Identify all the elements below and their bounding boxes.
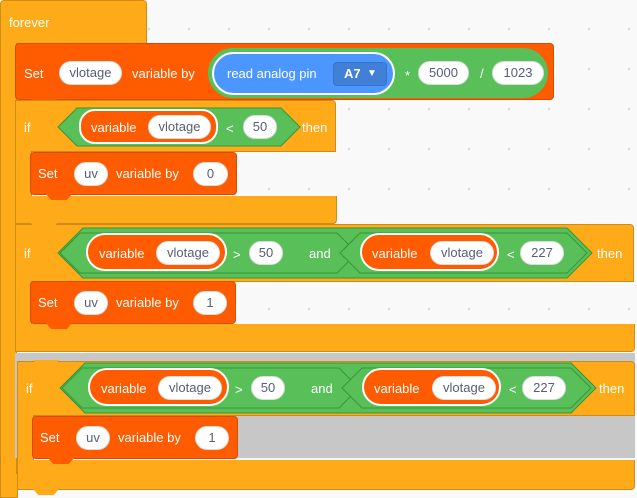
number-50-field[interactable]: 50: [243, 115, 277, 139]
variable-name-field[interactable]: vlotage: [432, 376, 496, 400]
if-label: if: [24, 246, 31, 261]
variable-by-label: variable by: [116, 166, 179, 181]
variable-by-label: variable by: [116, 295, 179, 310]
if-footer-1: [15, 196, 337, 224]
number-5000-field[interactable]: 5000: [418, 61, 469, 85]
forever-label: forever: [9, 15, 50, 30]
and-label: and: [309, 246, 331, 261]
less-than-sign: <: [507, 247, 515, 262]
if-label: if: [24, 120, 31, 135]
set-label: Set: [24, 66, 44, 81]
divide-sign: /: [480, 66, 484, 81]
number-50-field[interactable]: 50: [249, 241, 283, 265]
chevron-down-icon: ▼: [367, 68, 377, 79]
set-label: Set: [40, 430, 60, 445]
set-label: Set: [38, 295, 58, 310]
variable-name-field[interactable]: uv: [74, 291, 108, 315]
multiply-sign: *: [405, 68, 411, 83]
less-than-sign: <: [226, 121, 234, 136]
number-227-field[interactable]: 227: [522, 376, 566, 400]
and-label: and: [311, 381, 333, 396]
variable-name-field[interactable]: uv: [76, 426, 110, 450]
variable-label: variable: [99, 246, 145, 261]
variable-name-field[interactable]: vlotage: [158, 376, 222, 400]
if-label: if: [26, 381, 33, 396]
then-label: then: [302, 120, 328, 135]
forever-block[interactable]: [0, 0, 147, 44]
then-label: then: [599, 381, 625, 396]
if-footer-2: [15, 324, 635, 352]
variable-by-label: variable by: [118, 430, 181, 445]
variable-name-field[interactable]: vlotage: [156, 241, 220, 265]
variable-label: variable: [91, 120, 137, 135]
forever-footer: [0, 474, 18, 498]
number-0-field[interactable]: 0: [193, 162, 228, 186]
number-1-field[interactable]: 1: [193, 291, 227, 315]
variable-name-field[interactable]: vlotage: [148, 115, 211, 139]
variable-name-field[interactable]: vlotage: [59, 61, 122, 85]
less-than-sign: <: [509, 382, 517, 397]
variable-by-label: variable by: [132, 66, 195, 81]
then-label: then: [597, 246, 623, 261]
number-227-field[interactable]: 227: [520, 241, 564, 265]
block-notch: [31, 223, 57, 229]
variable-name-field[interactable]: vlotage: [430, 241, 494, 265]
block-notch: [46, 194, 72, 200]
number-1023-field[interactable]: 1023: [492, 61, 544, 85]
number-1-field[interactable]: 1: [195, 426, 229, 450]
pin-dropdown[interactable]: A7 ▼: [333, 62, 387, 86]
greater-than-sign: >: [235, 382, 243, 397]
block-notch: [48, 458, 74, 464]
block-notch: [33, 489, 59, 495]
read-analog-pin-label: read analog pin: [227, 66, 317, 81]
variable-label: variable: [372, 246, 418, 261]
greater-than-sign: >: [233, 247, 241, 262]
variable-label: variable: [101, 381, 147, 396]
block-notch: [33, 360, 59, 366]
block-notch: [46, 323, 72, 329]
if-footer-3: [17, 460, 635, 490]
pin-dropdown-value: A7: [344, 66, 361, 81]
set-label: Set: [38, 166, 58, 181]
variable-label: variable: [374, 381, 420, 396]
variable-name-field[interactable]: uv: [74, 162, 108, 186]
number-50-field[interactable]: 50: [251, 376, 285, 400]
